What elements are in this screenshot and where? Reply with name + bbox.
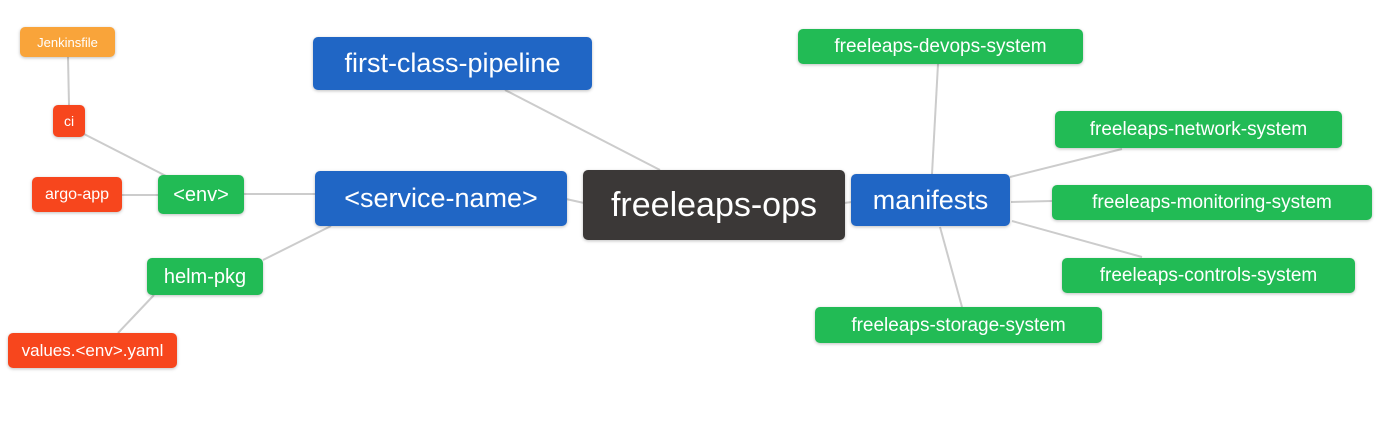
node-controls-system[interactable]: freeleaps-controls-system — [1062, 258, 1355, 293]
node-label: freeleaps-storage-system — [851, 314, 1066, 336]
edge-ci-to-env — [83, 133, 167, 177]
edge-jenkinsfile-to-ci — [67, 56, 70, 106]
node-label: argo-app — [44, 185, 110, 203]
node-label: manifests — [872, 184, 989, 215]
node-label: freeleaps-ops — [610, 186, 817, 224]
node-label: helm-pkg — [163, 265, 247, 288]
edge-freeleaps-ops-to-manifests — [843, 201, 853, 204]
node-argo-app[interactable]: argo-app — [32, 177, 122, 212]
node-label: values.<env>.yaml — [21, 341, 164, 360]
node-label: <env> — [173, 183, 229, 206]
node-monitoring-system[interactable]: freeleaps-monitoring-system — [1052, 185, 1372, 220]
node-values-env-yaml[interactable]: values.<env>.yaml — [8, 333, 177, 368]
edge-manifests-to-monitoring-system — [1010, 200, 1053, 203]
node-label: first-class-pipeline — [344, 48, 561, 78]
node-devops-system[interactable]: freeleaps-devops-system — [798, 29, 1083, 64]
edge-first-class-pipeline-to-freeleaps-ops — [504, 89, 661, 171]
node-manifests[interactable]: manifests — [851, 174, 1010, 226]
node-freeleaps-ops[interactable]: freeleaps-ops — [583, 170, 845, 240]
node-label: freeleaps-devops-system — [834, 36, 1047, 57]
node-label: ci — [63, 113, 75, 129]
node-first-class-pipeline[interactable]: first-class-pipeline — [313, 37, 592, 90]
node-label: freeleaps-controls-system — [1099, 265, 1318, 286]
edge-manifests-to-storage-system — [939, 226, 963, 308]
node-jenkinsfile[interactable]: Jenkinsfile — [20, 27, 115, 57]
node-network-system[interactable]: freeleaps-network-system — [1055, 111, 1342, 148]
edge-service-name-to-freeleaps-ops — [565, 198, 585, 204]
node-env[interactable]: <env> — [158, 175, 244, 214]
node-label: <service-name> — [344, 183, 538, 213]
edge-manifests-to-network-system — [1009, 148, 1123, 178]
node-label: Jenkinsfile — [37, 34, 98, 50]
node-service-name[interactable]: <service-name> — [315, 171, 567, 226]
edge-values-env-yaml-to-helm-pkg — [117, 294, 155, 334]
node-storage-system[interactable]: freeleaps-storage-system — [815, 307, 1102, 343]
node-ci[interactable]: ci — [53, 105, 85, 137]
node-label: freeleaps-network-system — [1089, 119, 1308, 140]
edge-helm-pkg-to-service-name — [262, 225, 332, 261]
edge-manifests-to-devops-system — [931, 63, 939, 175]
edge-manifests-to-controls-system — [1011, 220, 1143, 258]
node-helm-pkg[interactable]: helm-pkg — [147, 258, 263, 295]
node-label: freeleaps-monitoring-system — [1092, 192, 1332, 213]
